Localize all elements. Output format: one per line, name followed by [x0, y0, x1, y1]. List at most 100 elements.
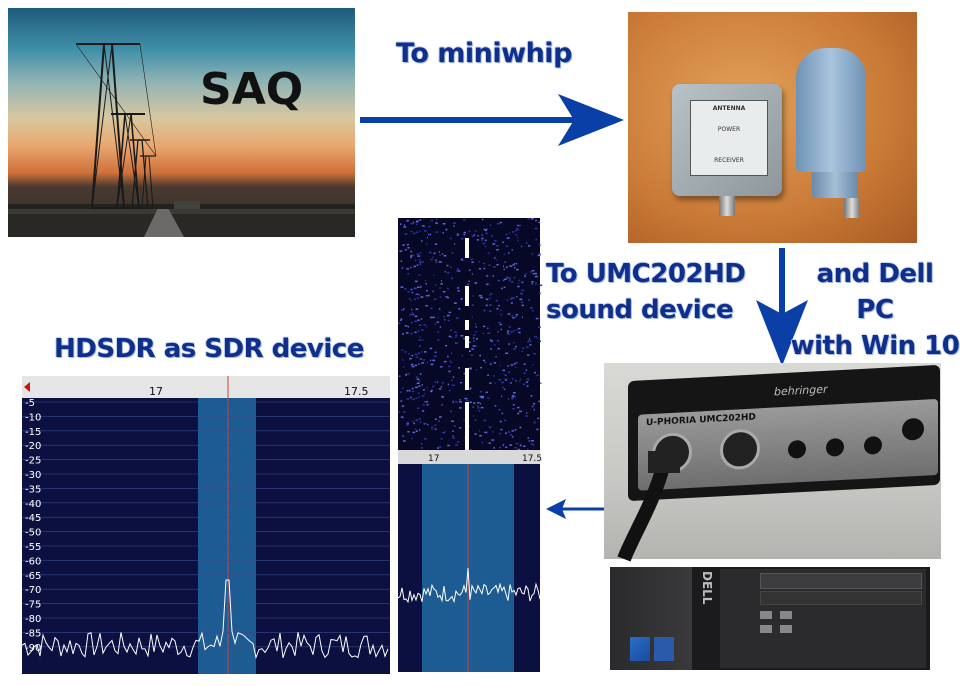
waterfall-noise — [456, 234, 459, 236]
waterfall-noise — [497, 347, 500, 350]
waterfall-noise — [411, 311, 413, 314]
waterfall-noise — [417, 319, 420, 321]
waterfall-noise — [511, 398, 514, 400]
waterfall-noise — [435, 231, 439, 233]
waterfall-noise — [519, 410, 522, 413]
waterfall-noise — [417, 407, 420, 409]
dvd-drive — [760, 573, 922, 589]
waterfall-noise — [478, 410, 481, 412]
waterfall-noise — [437, 381, 439, 383]
waterfall-noise — [526, 378, 530, 380]
db-tick-label: -60 — [25, 556, 41, 567]
waterfall-noise — [536, 337, 539, 340]
waterfall-noise — [479, 430, 480, 432]
waterfall-noise — [411, 354, 414, 357]
waterfall-noise — [430, 390, 433, 393]
left-marker-icon — [24, 382, 30, 392]
antenna-box: ANTENNA POWER RECEIVER — [672, 84, 782, 196]
waterfall-noise — [419, 286, 422, 288]
waterfall-noise — [531, 270, 535, 272]
waterfall-noise — [472, 340, 476, 342]
waterfall-noise — [517, 239, 519, 242]
waterfall-noise — [487, 327, 489, 329]
waterfall-noise — [528, 245, 531, 247]
waterfall-noise — [534, 335, 537, 338]
waterfall-noise — [479, 395, 483, 398]
waterfall-noise — [511, 315, 514, 317]
waterfall-noise — [418, 274, 421, 276]
waterfall-noise — [418, 385, 421, 387]
waterfall-noise — [457, 290, 460, 292]
waterfall-noise — [499, 221, 503, 224]
waterfall-noise — [468, 230, 471, 233]
waterfall-noise — [433, 355, 437, 357]
waterfall-noise — [463, 337, 467, 340]
waterfall-noise — [444, 270, 446, 273]
waterfall-noise — [532, 272, 535, 275]
waterfall-noise — [452, 430, 454, 432]
waterfall-noise — [452, 401, 454, 403]
waterfall-noise — [533, 408, 535, 411]
waterfall-noise — [511, 395, 515, 397]
waterfall-noise — [442, 253, 444, 255]
waterfall-noise — [421, 261, 424, 263]
cable-icon — [617, 451, 680, 562]
dell-logo-text: DELL — [700, 571, 714, 605]
waterfall-noise — [513, 277, 516, 279]
waterfall-noise — [501, 412, 504, 415]
waterfall-noise — [428, 251, 432, 254]
waterfall-noise — [526, 381, 529, 383]
waterfall-noise — [407, 247, 410, 249]
waterfall-noise — [530, 440, 534, 442]
waterfall-noise — [415, 376, 419, 378]
waterfall-noise — [512, 264, 515, 266]
waterfall-noise — [524, 275, 526, 277]
waterfall-noise — [533, 402, 536, 405]
waterfall-noise — [438, 388, 442, 390]
waterfall-noise — [429, 233, 432, 236]
waterfall-noise — [499, 323, 502, 326]
waterfall-noise — [488, 264, 491, 266]
waterfall-noise — [480, 296, 483, 299]
waterfall-noise — [496, 340, 500, 342]
waterfall-noise — [452, 400, 455, 402]
waterfall-noise — [402, 411, 406, 413]
waterfall-noise — [419, 252, 422, 254]
waterfall-noise — [485, 274, 489, 277]
waterfall-noise — [514, 267, 516, 269]
waterfall-noise — [460, 259, 463, 261]
waterfall-noise — [452, 435, 454, 437]
waterfall-noise — [439, 326, 441, 328]
waterfall-noise — [419, 421, 422, 423]
waterfall-noise — [520, 292, 523, 295]
waterfall-noise — [426, 242, 428, 245]
waterfall-noise — [525, 369, 528, 371]
waterfall-noise — [434, 428, 437, 430]
waterfall-noise — [403, 440, 406, 442]
waterfall-noise — [450, 329, 452, 332]
waterfall-noise — [414, 280, 418, 283]
waterfall-noise — [510, 281, 514, 283]
waterfall-noise — [481, 218, 484, 221]
waterfall-noise — [496, 223, 500, 225]
waterfall-noise — [489, 339, 492, 341]
waterfall-noise — [460, 299, 463, 301]
waterfall-noise — [416, 253, 419, 255]
waterfall-noise — [417, 330, 420, 332]
waterfall-noise — [496, 249, 499, 251]
waterfall-noise — [411, 387, 414, 390]
waterfall-noise — [512, 297, 515, 299]
waterfall-noise — [420, 296, 424, 298]
small-spectrum-svg: 17 17.5 — [397, 450, 542, 672]
waterfall-noise — [455, 334, 458, 336]
waterfall-noise — [490, 293, 493, 295]
db-tick-label: -80 — [25, 614, 41, 625]
gain-knob-1-icon — [788, 439, 806, 459]
waterfall-noise — [461, 258, 464, 260]
waterfall-noise — [401, 349, 404, 351]
waterfall-noise — [495, 259, 497, 261]
waterfall-noise — [407, 373, 410, 375]
waterfall-noise — [415, 308, 419, 310]
waterfall-noise — [527, 218, 530, 220]
waterfall-noise — [400, 400, 403, 402]
